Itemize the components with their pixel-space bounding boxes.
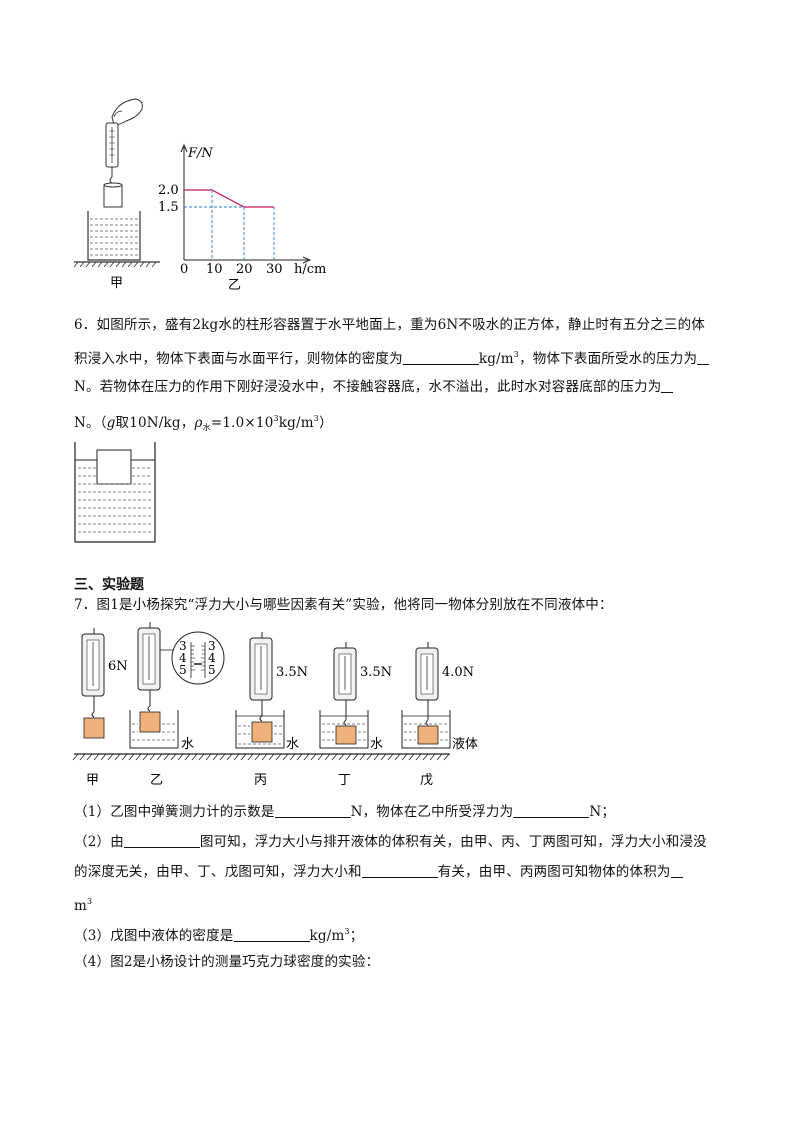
- graph-x-label: h/cm: [294, 262, 326, 277]
- q7-blank-reading[interactable]: [274, 803, 351, 818]
- graph-y-tick-15: 1.5: [158, 200, 179, 215]
- scale-wu: [401, 642, 451, 749]
- scale-jia: [81, 628, 105, 739]
- liquid-yi: 水: [181, 737, 194, 752]
- q7-part4: （4）图2是小杨设计的测量巧克力球密度的实验：: [74, 954, 380, 970]
- reading-wu: 4.0N: [442, 665, 474, 680]
- q7-figure: 6N 3 4 5 3 4 5 水: [72, 622, 478, 788]
- water-container: [87, 211, 141, 261]
- block-yi: [139, 711, 161, 733]
- graph-force-line: [184, 189, 274, 208]
- zoom-right-3: 3: [208, 639, 216, 653]
- q6-blank-bottom-force[interactable]: [661, 378, 674, 393]
- block-jia: [83, 717, 105, 739]
- reading-bing: 3.5N: [276, 665, 308, 680]
- section-title-experiment: 三、实验题: [74, 577, 144, 593]
- scale-ding: [319, 642, 369, 749]
- block-ding: [335, 725, 357, 745]
- liquid-bing: 水: [286, 737, 299, 752]
- zoom-left-4: 4: [179, 651, 187, 665]
- reading-jia: 6N: [108, 659, 128, 674]
- q7-part2-line3: m3: [74, 897, 93, 914]
- q7-blank-volume[interactable]: [670, 863, 683, 878]
- q7-intro: 7．图1是小杨探究“浮力大小与哪些因素有关”实验，他将同一物体分别放在不同液体中…: [74, 597, 613, 613]
- graph-y-label: F/N: [187, 146, 213, 161]
- graph-x-tick-30: 30: [266, 262, 283, 277]
- graph-x-tick-0: 0: [180, 262, 188, 277]
- label-q7-bing: 丙: [254, 773, 267, 788]
- q7-blank-buoyancy[interactable]: [513, 803, 590, 818]
- q6-cube: [96, 449, 132, 485]
- q6-container: [74, 442, 156, 543]
- zoom-left-3: 3: [179, 639, 187, 653]
- q6-figure: [74, 442, 156, 543]
- q6-blank-pressure-force[interactable]: [697, 350, 710, 365]
- scale-yi: [129, 622, 179, 749]
- zoom-right-4: 4: [208, 651, 216, 665]
- q7-part2-line1: （2）由图可知，浮力大小与排开液体的体积有关，由甲、丙、丁两图可知，浮力大小和浸…: [74, 833, 707, 850]
- graph-x-tick-10: 10: [206, 262, 223, 277]
- reading-ding: 3.5N: [360, 665, 392, 680]
- label-q7-ding: 丁: [338, 773, 351, 788]
- block-wu: [417, 725, 439, 745]
- q6-line1: 6．如图所示，盛有2kg水的柱形容器置于水平地面上，重为6N不吸水的正方体，静止…: [74, 317, 706, 333]
- q7-part2-line2: 的深度无关，由甲、丁、戊图可知，浮力大小和有关，由甲、丙两图可知物体的体积为: [74, 863, 683, 881]
- zoom-right-5: 5: [208, 663, 216, 677]
- liquid-wu: 液体: [452, 737, 478, 752]
- label-yi-q5: 乙: [228, 278, 241, 293]
- q6-line4: N。（g取10N/kg，ρ水=1.0×103kg/m3）: [74, 414, 333, 432]
- label-q7-yi: 乙: [150, 773, 163, 788]
- label-q7-wu: 戊: [420, 773, 433, 788]
- q7-blank-factor[interactable]: [361, 863, 438, 878]
- hand-icon: [111, 98, 143, 126]
- q5-figure: 甲 F/N h/cm 2.0 1.5 0 10 20 30 乙: [73, 98, 326, 293]
- scale-bing: [235, 632, 285, 749]
- q6-blank-density[interactable]: [402, 350, 479, 365]
- q7-blank-figures[interactable]: [123, 833, 200, 848]
- graph-y-tick-2: 2.0: [158, 183, 179, 198]
- zoom-circle: [171, 631, 225, 685]
- label-jia: 甲: [110, 276, 123, 291]
- cylinder-object: [103, 184, 123, 208]
- graph-x-tick-20: 20: [236, 262, 253, 277]
- q6-line3: N。若物体在压力的作用下刚好浸没水中，不接触容器底，水不溢出，此时水对容器底部的…: [74, 378, 674, 396]
- label-q7-jia: 甲: [86, 773, 99, 788]
- block-bing: [251, 721, 273, 743]
- zoom-left-5: 5: [179, 663, 187, 677]
- q7-blank-liquid-density[interactable]: [233, 927, 310, 942]
- liquid-ding: 水: [370, 737, 383, 752]
